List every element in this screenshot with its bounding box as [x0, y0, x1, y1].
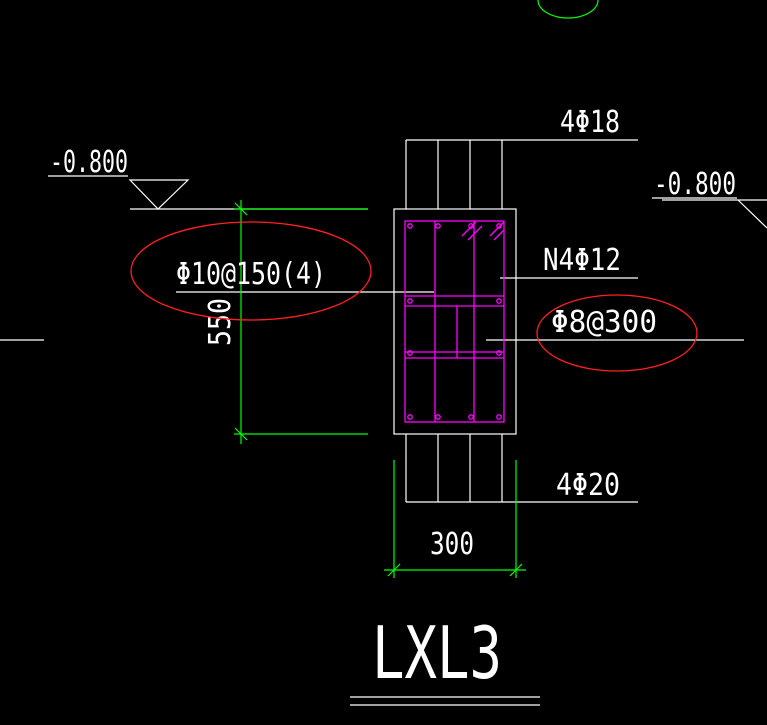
dimension-width-label: 300 [430, 527, 474, 562]
beam-section-outline [176, 139, 744, 503]
elevation-marker-right: -0.800 [652, 167, 767, 229]
stirrup-main-label: Φ10@150(4) [176, 257, 326, 292]
stirrup-outer [404, 220, 505, 423]
elevation-triangle-icon [128, 179, 190, 210]
bottom-rebar-label: 4Φ20 [556, 468, 620, 503]
elevation-label-right: -0.800 [654, 167, 736, 202]
highlight-ellipse-main-stirrup [130, 221, 372, 321]
elevation-label-left: -0.800 [50, 145, 128, 180]
dimension-width [384, 460, 526, 578]
elevation-triangle-icon [737, 199, 767, 229]
top-marker-arc [537, 0, 599, 19]
rebar-cage [404, 220, 505, 423]
dimension-height [234, 200, 368, 444]
elevation-marker-left: -0.800 [48, 145, 368, 210]
stirrup-tie-label: Φ8@300 [551, 305, 657, 340]
highlight-ellipse-tie [536, 294, 698, 372]
side-rebar-label: N4Φ12 [543, 243, 621, 278]
dimension-height-label: 550 [203, 298, 238, 346]
drawing-title: LXL3 [372, 611, 502, 695]
top-rebar-label: 4Φ18 [560, 105, 620, 140]
